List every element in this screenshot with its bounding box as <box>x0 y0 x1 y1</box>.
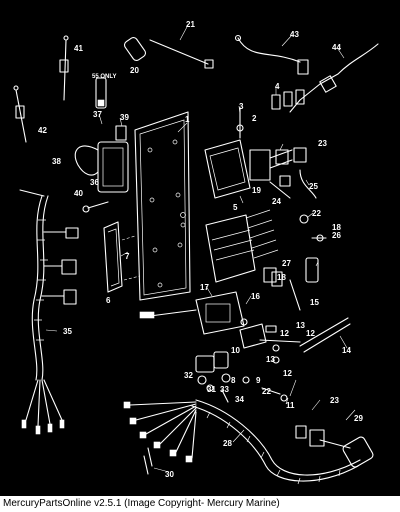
callout-5: 5 <box>233 203 238 212</box>
leader-lines <box>45 24 356 473</box>
callout-21: 21 <box>186 20 195 29</box>
callout-34: 34 <box>235 395 244 404</box>
callout-6: 6 <box>106 296 111 305</box>
callout-23a: 23 <box>318 139 327 148</box>
callout-38: 38 <box>52 157 61 166</box>
callout-8: 8 <box>231 376 236 385</box>
spark-plug-lead <box>123 36 214 69</box>
callout-27: 27 <box>282 259 291 268</box>
mounting-plate <box>134 111 191 301</box>
callout-36: 36 <box>90 178 99 187</box>
callout-12a: 12 <box>280 329 289 338</box>
callout-numbers: 1 2 3 4 5 6 7 8 9 10 11 12 12 12 13 13 1… <box>38 20 363 479</box>
callout-10: 10 <box>231 346 240 355</box>
callout-9: 9 <box>256 376 261 385</box>
callout-28: 28 <box>223 439 232 448</box>
switch-box <box>204 139 293 283</box>
callout-18b: 18 <box>277 273 286 282</box>
callout-17: 17 <box>200 283 209 292</box>
short-leads <box>13 35 69 143</box>
callout-44: 44 <box>332 43 341 52</box>
callout-37: 37 <box>93 110 102 119</box>
callout-7: 7 <box>125 252 130 261</box>
main-wire-harness <box>19 189 79 435</box>
callout-15: 15 <box>310 298 319 307</box>
rectifier-assembly <box>139 291 267 349</box>
callout-25: 25 <box>309 182 318 191</box>
callout-40: 40 <box>74 189 83 198</box>
callout-2: 2 <box>252 114 257 123</box>
callout-33: 33 <box>220 385 229 394</box>
callout-1: 1 <box>185 115 190 124</box>
handle-bracket <box>103 221 141 293</box>
callout-14: 14 <box>342 346 351 355</box>
callout-16: 16 <box>251 292 260 301</box>
callout-19: 19 <box>252 186 261 195</box>
exploded-parts-diagram: 1 2 3 4 5 6 7 8 9 10 11 12 12 12 13 13 1… <box>0 0 400 496</box>
note-55-only: 55 ONLY <box>92 74 116 80</box>
callout-3: 3 <box>239 102 244 111</box>
callout-35: 35 <box>63 327 72 336</box>
callout-29: 29 <box>354 414 363 423</box>
callout-42: 42 <box>38 126 47 135</box>
callout-23b: 23 <box>330 396 339 405</box>
callout-13b: 13 <box>266 355 275 364</box>
fasteners <box>195 317 351 403</box>
callout-20: 20 <box>130 66 139 75</box>
callout-18a: 18 <box>332 223 341 232</box>
callout-32: 32 <box>184 371 193 380</box>
callout-4: 4 <box>275 82 280 91</box>
callout-11: 11 <box>286 401 295 410</box>
callout-12b: 12 <box>306 329 315 338</box>
jumper-wires <box>234 34 379 113</box>
callout-26: 26 <box>332 231 341 240</box>
callout-12c: 12 <box>283 369 292 378</box>
lower-wire-harness <box>123 399 374 485</box>
ignition-coil <box>74 77 129 213</box>
callout-13a: 13 <box>296 321 305 330</box>
right-hardware <box>271 214 327 311</box>
callout-22a: 22 <box>312 209 321 218</box>
callout-31: 31 <box>207 385 216 394</box>
callout-41: 41 <box>74 44 83 53</box>
callout-24: 24 <box>272 197 281 206</box>
callout-22b: 22 <box>262 387 271 396</box>
callout-39: 39 <box>120 113 129 122</box>
callout-30: 30 <box>165 470 174 479</box>
image-caption: MercuryPartsOnline v2.5.1 (Image Copyrig… <box>0 496 400 512</box>
callout-43: 43 <box>290 30 299 39</box>
